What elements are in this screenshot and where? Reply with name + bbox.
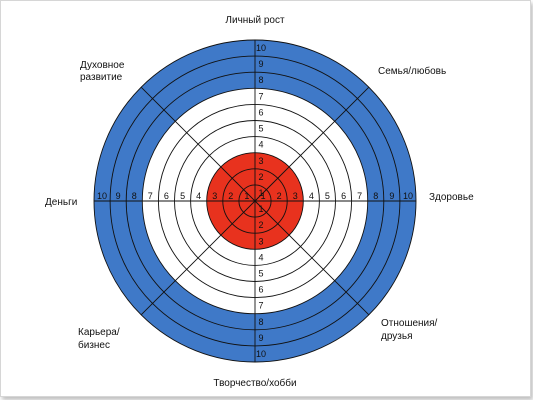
ring-number-top-5: 5 bbox=[258, 124, 263, 134]
ring-number-left-7: 7 bbox=[148, 191, 153, 201]
ring-number-right-10: 10 bbox=[403, 191, 413, 201]
ring-number-right-1: 1 bbox=[261, 191, 266, 201]
ring-number-right-6: 6 bbox=[341, 191, 346, 201]
sector-label-top-left-1: Духовное bbox=[80, 60, 125, 71]
ring-number-top-9: 9 bbox=[258, 59, 263, 69]
spoke-line bbox=[140, 200, 256, 316]
ring-number-bottom-8: 8 bbox=[258, 317, 263, 327]
ring-number-bottom-3: 3 bbox=[258, 236, 263, 246]
ring-number-top-8: 8 bbox=[258, 75, 263, 85]
sector-label-left: Деньги bbox=[45, 197, 77, 208]
ring-number-bottom-9: 9 bbox=[258, 333, 263, 343]
sector-label-bottom-left-2: бизнес bbox=[78, 339, 110, 351]
ring-number-top-7: 7 bbox=[258, 91, 263, 101]
ring-number-left-1: 1 bbox=[244, 191, 249, 201]
spoke-line bbox=[254, 200, 370, 316]
ring-number-right-4: 4 bbox=[309, 191, 314, 201]
spoke-line bbox=[254, 86, 370, 202]
ring-number-top-1: 1 bbox=[258, 188, 263, 198]
ring-number-right-3: 3 bbox=[293, 191, 298, 201]
sector-label-top: Личный рост bbox=[225, 15, 285, 26]
ring-number-left-6: 6 bbox=[164, 191, 169, 201]
ring-number-top-2: 2 bbox=[258, 172, 263, 182]
ring-number-left-2: 2 bbox=[228, 191, 233, 201]
ring-number-bottom-5: 5 bbox=[258, 268, 263, 278]
ring-number-bottom-6: 6 bbox=[258, 285, 263, 295]
ring-number-bottom-10: 10 bbox=[256, 349, 266, 359]
ring-number-right-7: 7 bbox=[357, 191, 362, 201]
spoke-line bbox=[140, 86, 256, 202]
ring-number-left-10: 10 bbox=[97, 191, 107, 201]
ring-number-left-8: 8 bbox=[132, 191, 137, 201]
ring-number-bottom-2: 2 bbox=[258, 220, 263, 230]
ring-number-left-3: 3 bbox=[212, 191, 217, 201]
ring-number-top-10: 10 bbox=[256, 43, 266, 53]
ring-number-left-9: 9 bbox=[116, 191, 121, 201]
spokes-layer bbox=[94, 40, 416, 362]
ring-number-left-4: 4 bbox=[196, 191, 201, 201]
sector-label-top-right: Семья/любовь bbox=[378, 65, 446, 77]
ring-number-bottom-4: 4 bbox=[258, 252, 263, 262]
sector-label-right: Здоровье bbox=[429, 192, 474, 203]
sector-label-bottom: Творчество/хобби bbox=[213, 377, 296, 389]
ring-number-top-6: 6 bbox=[258, 107, 263, 117]
ring-number-right-5: 5 bbox=[325, 191, 330, 201]
sector-label-bottom-right-2: друзья bbox=[381, 331, 413, 342]
ring-number-top-3: 3 bbox=[258, 156, 263, 166]
ring-number-left-5: 5 bbox=[180, 191, 185, 201]
ring-number-right-2: 2 bbox=[277, 191, 282, 201]
ring-number-top-4: 4 bbox=[258, 140, 263, 150]
sector-label-bottom-right-1: Отношения/ bbox=[381, 318, 438, 329]
ring-number-right-8: 8 bbox=[373, 191, 378, 201]
ring-number-bottom-1: 1 bbox=[258, 204, 263, 214]
sector-label-bottom-left-1: Карьера/ bbox=[78, 327, 120, 338]
sector-label-top-left-2: развитие bbox=[80, 72, 123, 83]
ring-number-bottom-7: 7 bbox=[258, 301, 263, 311]
ring-number-right-9: 9 bbox=[389, 191, 394, 201]
